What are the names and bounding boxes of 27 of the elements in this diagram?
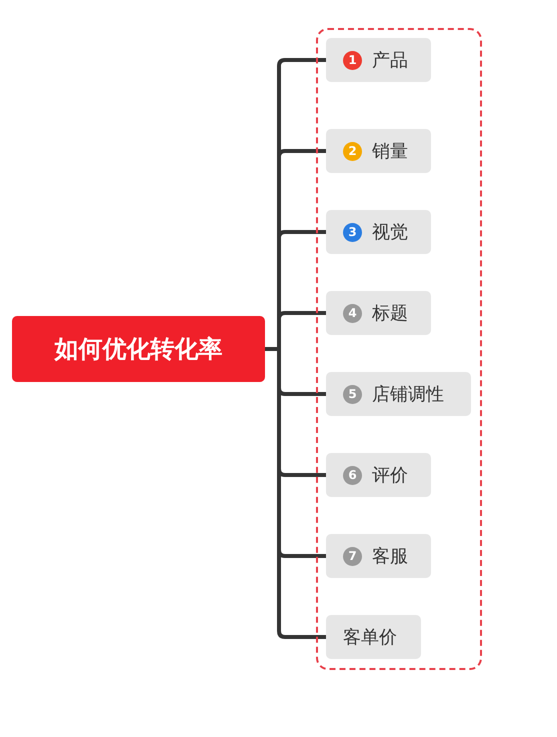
topic-box bbox=[326, 38, 431, 82]
number-badge: 4 bbox=[343, 304, 362, 322]
topic-box bbox=[326, 372, 471, 416]
topic-box bbox=[326, 129, 431, 173]
topic-box bbox=[326, 615, 421, 659]
topic-label: 销量 bbox=[372, 140, 408, 163]
root-title: 如何优化转化率 bbox=[54, 334, 222, 365]
number-badge: 7 bbox=[343, 546, 362, 566]
connector-line bbox=[265, 347, 326, 639]
topic-label: 产品 bbox=[372, 49, 408, 72]
number-badge: 5 bbox=[343, 384, 362, 404]
dashed-group-frame bbox=[316, 28, 482, 670]
root-topic-box bbox=[12, 316, 265, 382]
topic-box bbox=[326, 534, 431, 578]
number-badge: 1 bbox=[343, 50, 362, 70]
number-badge: 2 bbox=[343, 142, 362, 160]
topic-label: 客服 bbox=[372, 545, 408, 568]
topic-box bbox=[326, 453, 431, 497]
topic-label: 评价 bbox=[372, 464, 408, 487]
topic-label: 标题 bbox=[372, 302, 408, 325]
topic-box bbox=[326, 210, 431, 254]
topic-label: 客单价 bbox=[343, 626, 397, 649]
topic-label: 视觉 bbox=[372, 221, 408, 244]
topic-box bbox=[326, 291, 431, 335]
number-badge: 6 bbox=[343, 466, 362, 484]
number-badge: 3 bbox=[343, 222, 362, 242]
topic-label: 店铺调性 bbox=[372, 383, 444, 406]
